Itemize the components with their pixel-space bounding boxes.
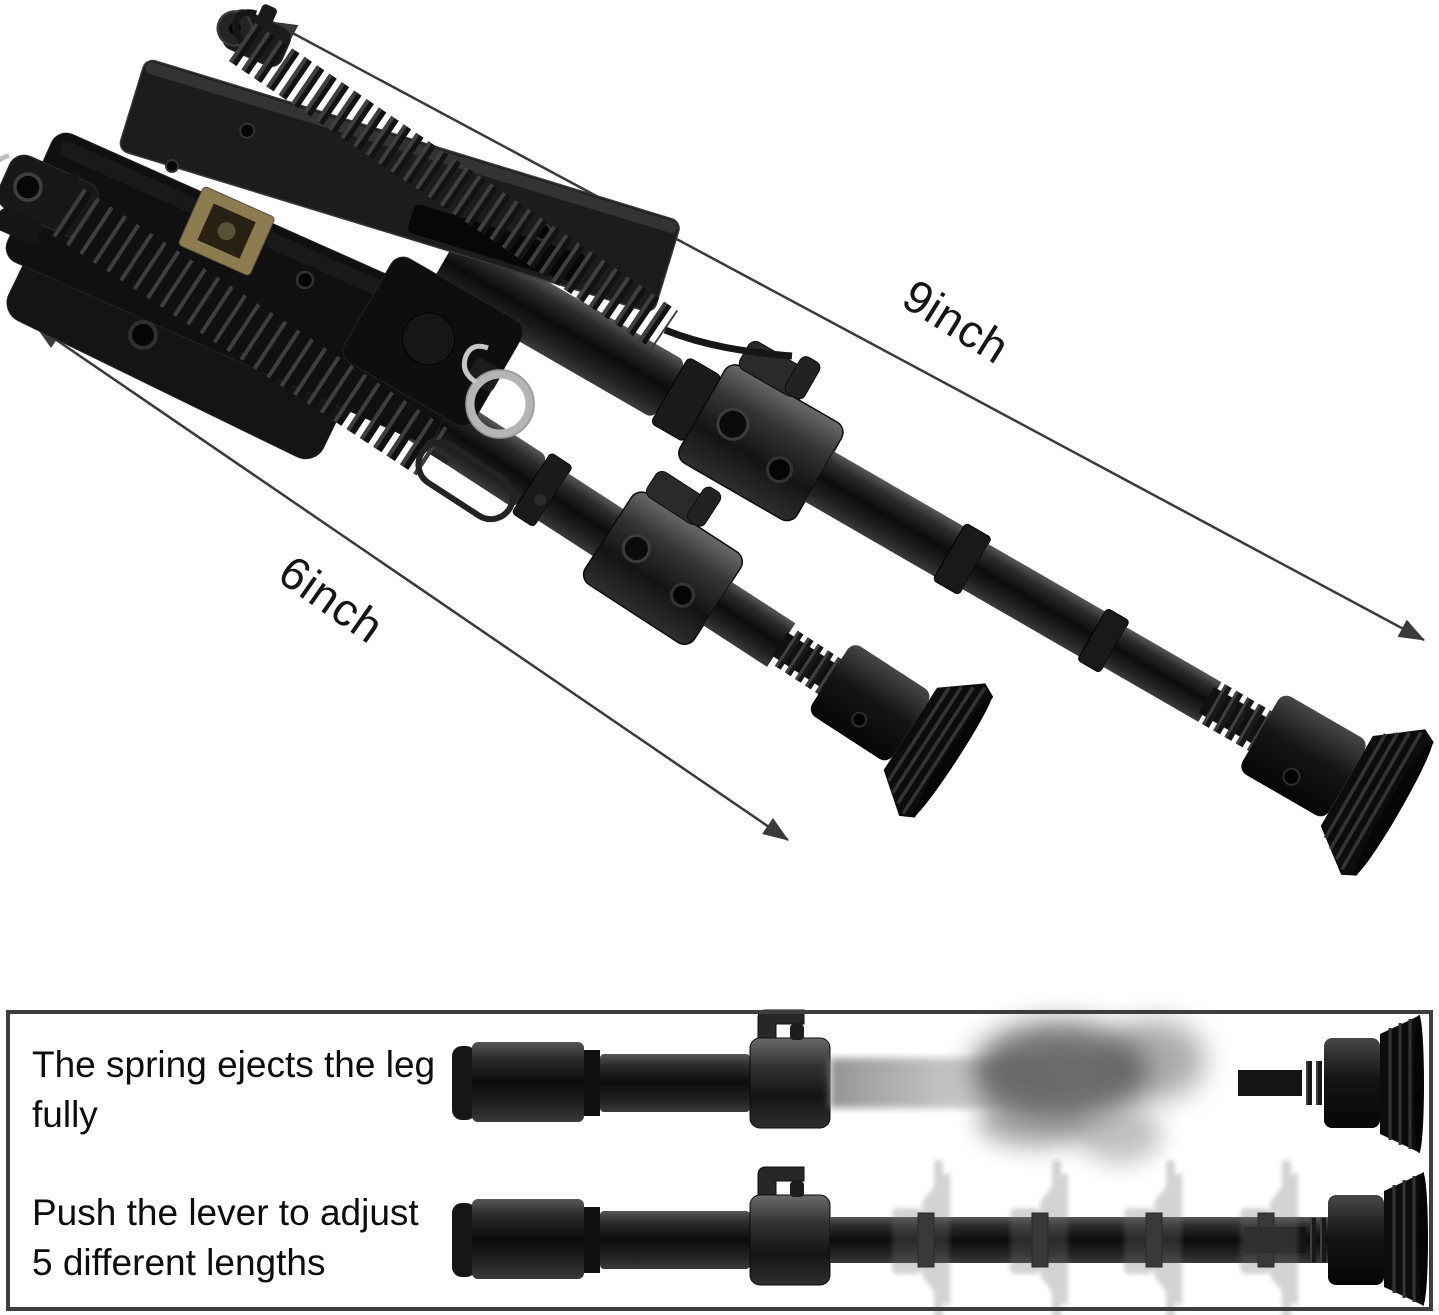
long-leg-spring [1201,684,1272,751]
head-screw-hole [128,320,158,350]
dimension-line-6inch [35,324,789,842]
ghost-foot [1010,1160,1068,1315]
feature-text-lever-line2: 5 different lengths [32,1242,326,1283]
motion-blur [830,1020,1205,1163]
bipod-long-leg [430,234,1434,876]
long-leg-foot [1241,695,1434,876]
head-pull-ring [461,343,535,439]
short-leg-foot [810,645,994,818]
ghost-foot [892,1160,950,1315]
long-leg-clamp [678,340,844,522]
top-spring [229,9,793,360]
feature-text-spring-line1: The spring ejects the leg [32,1044,436,1085]
panel-clamp [749,1166,831,1286]
spring-wire-hook [415,439,516,523]
ghost-foot [1240,1160,1298,1315]
feature-text-lever: Push the lever to adjust 5 different len… [32,1188,419,1288]
feature-text-lever-line1: Push the lever to adjust [32,1192,419,1233]
dimension-line-9inch [271,20,1425,642]
feature-text-spring-line2: fully [32,1094,98,1135]
panel-foot [1328,1172,1428,1306]
panel-foot [1324,1015,1424,1153]
left-spring [52,173,546,523]
panel-illustration-eject [452,1009,1424,1163]
ghost-foot [1124,1160,1182,1315]
info-panel [6,1010,1433,1311]
short-leg-spring [774,630,842,695]
panel-illustration-lengths [452,1160,1428,1315]
short-leg-clamp [582,470,744,646]
head-brass-insert [178,186,275,276]
feature-text-spring: The spring ejects the leg fully [32,1040,435,1140]
